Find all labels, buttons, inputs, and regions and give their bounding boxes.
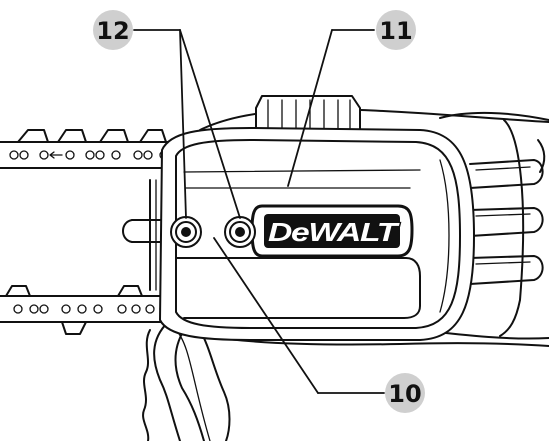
trigger-handle [142, 321, 231, 441]
grip-ridges [469, 159, 544, 285]
callout-12-label: 12 [96, 17, 129, 45]
callout-10: 10 [385, 373, 425, 413]
bar-nut-left [170, 216, 202, 248]
logo-badge: DeWALT [250, 204, 414, 258]
saw-chain-top [0, 129, 171, 169]
saw-chain-bottom [0, 285, 171, 335]
chain-rivets-bottom [13, 304, 169, 314]
callout-11: 11 [376, 10, 416, 50]
guide-bar [122, 179, 163, 291]
callout-12: 12 [93, 10, 133, 50]
brand-logo-text: DeWALT [268, 217, 400, 247]
callout-10-label: 10 [388, 380, 421, 408]
callout-leaders [133, 29, 385, 394]
chain-rivets-top [9, 150, 169, 160]
callout-11-label: 11 [379, 17, 412, 45]
bar-nut-right [224, 216, 256, 248]
